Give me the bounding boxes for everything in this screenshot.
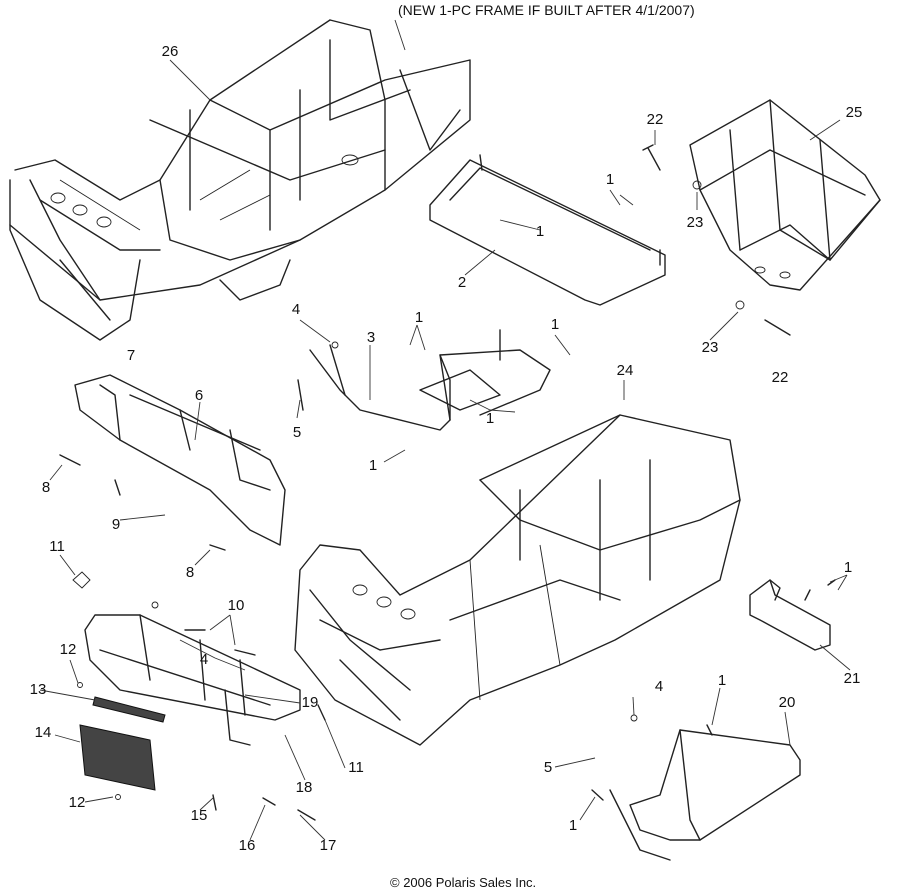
- main-frame-lower: [294, 414, 741, 746]
- callout-10: 10: [227, 597, 245, 614]
- callout-11: 11: [49, 538, 65, 555]
- callout-21: 21: [843, 670, 861, 687]
- callout-26: 26: [161, 43, 179, 60]
- callout-15: 15: [190, 807, 208, 824]
- callout-4: 4: [654, 678, 664, 695]
- callout-20: 20: [778, 694, 796, 711]
- callout-2: 2: [457, 274, 467, 291]
- callout-1: 1: [568, 817, 578, 834]
- callout-1: 1: [843, 559, 853, 576]
- callout-4: 4: [291, 301, 301, 318]
- callout-17: 17: [319, 837, 337, 854]
- callout-6: 6: [194, 387, 204, 404]
- callout-1: 1: [414, 309, 424, 326]
- rear-frame-section: [689, 99, 881, 291]
- mount-bracket: [749, 579, 831, 651]
- callout-25: 25: [845, 104, 863, 121]
- callout-5: 5: [292, 424, 302, 441]
- main-frame-upper: [9, 19, 471, 341]
- callout-7: 7: [126, 347, 136, 364]
- build-date-note: (NEW 1-PC FRAME IF BUILT AFTER 4/1/2007): [398, 2, 695, 18]
- trim-strip: [92, 696, 166, 723]
- callout-22: 22: [771, 369, 789, 386]
- callout-8: 8: [41, 479, 51, 496]
- callout-19: 19: [301, 694, 319, 711]
- callout-12: 12: [68, 794, 86, 811]
- copyright-notice: © 2006 Polaris Sales Inc.: [390, 875, 537, 890]
- callout-1: 1: [485, 410, 495, 427]
- rear-support-frame: [609, 729, 801, 861]
- grille: [79, 724, 156, 791]
- front-bumper: [84, 614, 301, 746]
- callout-1: 1: [368, 457, 378, 474]
- seat-frame: [429, 154, 666, 306]
- callout-11: 11: [348, 759, 364, 776]
- front-frame-weldment: [74, 374, 286, 546]
- callout-9: 9: [111, 516, 121, 533]
- leader-lines: [39, 19, 851, 841]
- callout-18: 18: [295, 779, 313, 796]
- callout-23: 23: [701, 339, 719, 356]
- callout-22: 22: [646, 111, 664, 128]
- callout-1: 1: [605, 171, 615, 188]
- callout-14: 14: [34, 724, 52, 741]
- callout-13: 13: [29, 681, 47, 698]
- callout-1: 1: [717, 672, 727, 689]
- callout-16: 16: [238, 837, 256, 854]
- callout-5: 5: [543, 759, 553, 776]
- callout-1: 1: [550, 316, 560, 333]
- callout-4: 4: [199, 651, 209, 668]
- callout-8: 8: [185, 564, 195, 581]
- hardware: [59, 144, 836, 821]
- seat-support: [309, 329, 551, 431]
- callout-24: 24: [616, 362, 634, 379]
- callout-12: 12: [59, 641, 77, 658]
- callout-1: 1: [535, 223, 545, 240]
- callout-3: 3: [366, 329, 376, 346]
- callout-23: 23: [686, 214, 704, 231]
